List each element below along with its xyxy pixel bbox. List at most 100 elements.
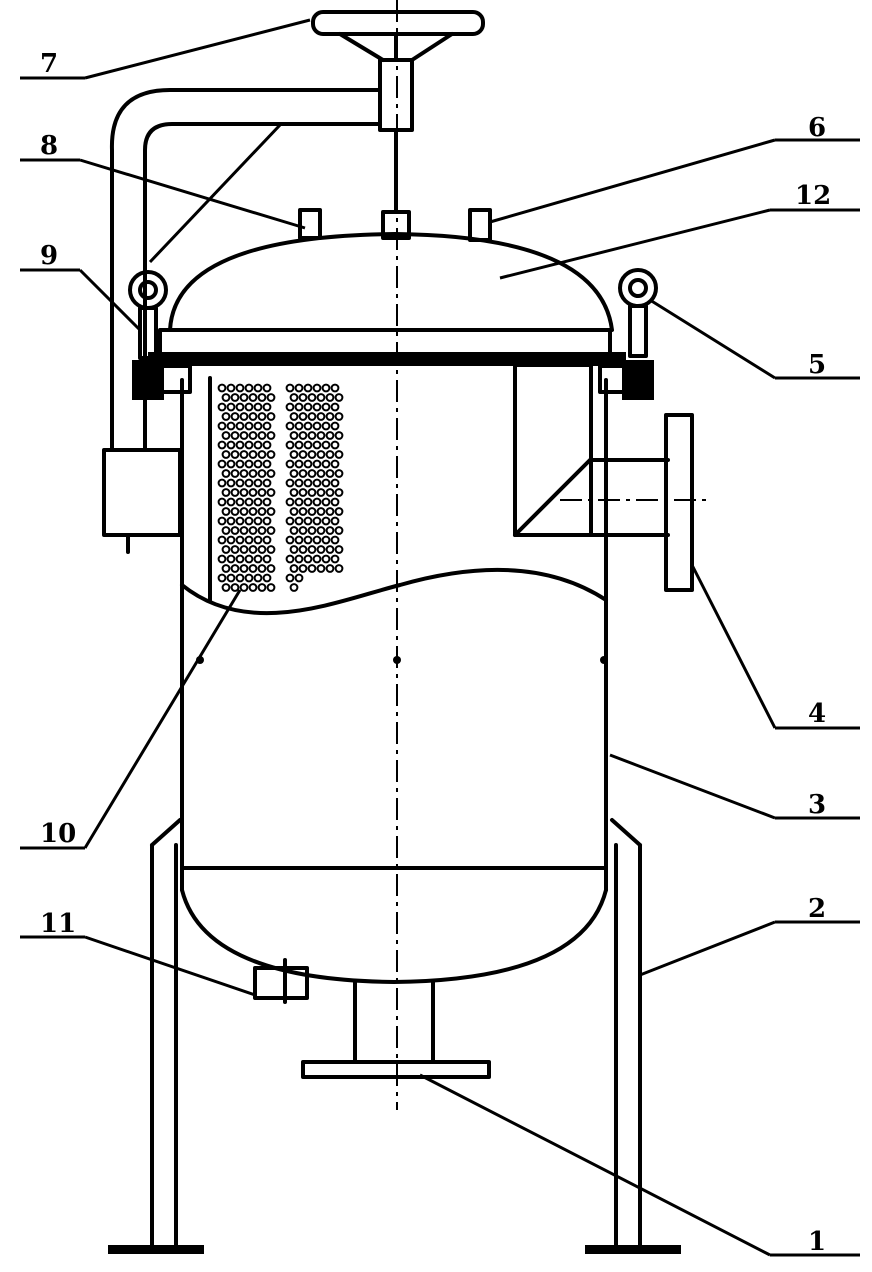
perforation-hole (285, 554, 295, 564)
perforation-hole (248, 545, 258, 554)
perforation-hole (257, 450, 267, 459)
perforation-hole (321, 421, 331, 431)
perforation-hole (334, 469, 344, 478)
perforation-hole (294, 516, 304, 526)
perforation-hole (289, 507, 299, 516)
perforation-hole (248, 564, 258, 573)
perforation-hole (221, 526, 231, 535)
perforation-hole (217, 440, 227, 450)
perforation-hole (253, 440, 263, 450)
perforation-hole (266, 545, 276, 554)
perforation-hole (303, 421, 313, 431)
perforation-hole (285, 440, 295, 450)
perforation-hole (226, 497, 236, 507)
perforation-hole (330, 402, 340, 412)
top-flange (148, 328, 632, 394)
perforation-hole (289, 450, 299, 459)
perforation-hole (262, 478, 272, 488)
perforation-hole (312, 402, 322, 412)
perforation-hole (253, 383, 263, 393)
perforation-hole (226, 402, 236, 412)
perforation-hole (334, 526, 344, 535)
support-legs (108, 818, 681, 1254)
perforation-hole (285, 497, 295, 507)
perforation-hole (266, 526, 276, 535)
perforation-hole (266, 393, 276, 402)
perforation-hole (312, 554, 322, 564)
label-11: 11 (40, 909, 76, 939)
perforation-hole (253, 478, 263, 488)
perforation-hole (253, 497, 263, 507)
perforation-hole (334, 507, 344, 516)
perforation-hole (235, 421, 245, 431)
perforation-hole (257, 393, 267, 402)
perforation-hole (303, 497, 313, 507)
perforation-hole (226, 554, 236, 564)
perforation-hole (298, 450, 308, 459)
perforation-hole (316, 526, 326, 535)
perforation-hole (262, 459, 272, 469)
perforation-hole (334, 431, 344, 440)
perforation-hole (334, 545, 344, 554)
perforation-hole (221, 450, 231, 459)
label-5: 5 (808, 350, 826, 380)
perforation-hole (235, 516, 245, 526)
perforation-hole (266, 564, 276, 573)
perforation-hole (330, 554, 340, 564)
perforation-hole (262, 554, 272, 564)
perforation-hole (244, 459, 254, 469)
perforation-hole (239, 507, 249, 516)
perforation-hole (307, 488, 317, 497)
left-foot-plate (108, 1245, 204, 1254)
perforation-hole (330, 497, 340, 507)
label-4: 4 (808, 699, 826, 729)
perforation-hole (316, 545, 326, 554)
perforation-hole (294, 383, 304, 393)
perforation-hole (289, 545, 299, 554)
drain-valve (253, 958, 309, 1004)
label-2: 2 (808, 894, 826, 924)
perforation-hole (235, 554, 245, 564)
perforation-hole (289, 412, 299, 421)
perforation-hole (244, 554, 254, 564)
perforation-hole (217, 573, 227, 583)
perforation-hole (244, 402, 254, 412)
perforation-hole (325, 545, 335, 554)
perforation-hole (312, 440, 322, 450)
perforation-hole (312, 497, 322, 507)
perforation-hole (244, 440, 254, 450)
perforation-hole (257, 431, 267, 440)
perforation-hole (316, 488, 326, 497)
perforation-hole (307, 412, 317, 421)
perforation-hole (221, 583, 231, 592)
perforation-hole (217, 459, 227, 469)
perforation-hole (262, 421, 272, 431)
perforation-hole (325, 488, 335, 497)
perforation-hole (239, 564, 249, 573)
perforation-hole (230, 450, 240, 459)
perforation-hole (303, 478, 313, 488)
perforation-hole (248, 507, 258, 516)
perforation-hole (316, 412, 326, 421)
perforation-hole (262, 497, 272, 507)
perforation-hole (262, 573, 272, 583)
perforation-hole (303, 554, 313, 564)
perforation-hole (248, 469, 258, 478)
perforation-hole (230, 469, 240, 478)
perforation-hole (235, 497, 245, 507)
perforation-hole (235, 573, 245, 583)
perforation-hole (325, 526, 335, 535)
perforation-hole (230, 526, 240, 535)
perforation-hole (244, 573, 254, 583)
perforation-hole (221, 507, 231, 516)
perforation-hole (230, 507, 240, 516)
head-fittings (298, 128, 492, 242)
perforation-hole (239, 412, 249, 421)
label-6: 6 (808, 113, 826, 143)
perforation-hole (325, 412, 335, 421)
perforation-hole (321, 516, 331, 526)
perforation-hole (262, 535, 272, 545)
perforation-hole (217, 478, 227, 488)
perforation-hole (321, 383, 331, 393)
